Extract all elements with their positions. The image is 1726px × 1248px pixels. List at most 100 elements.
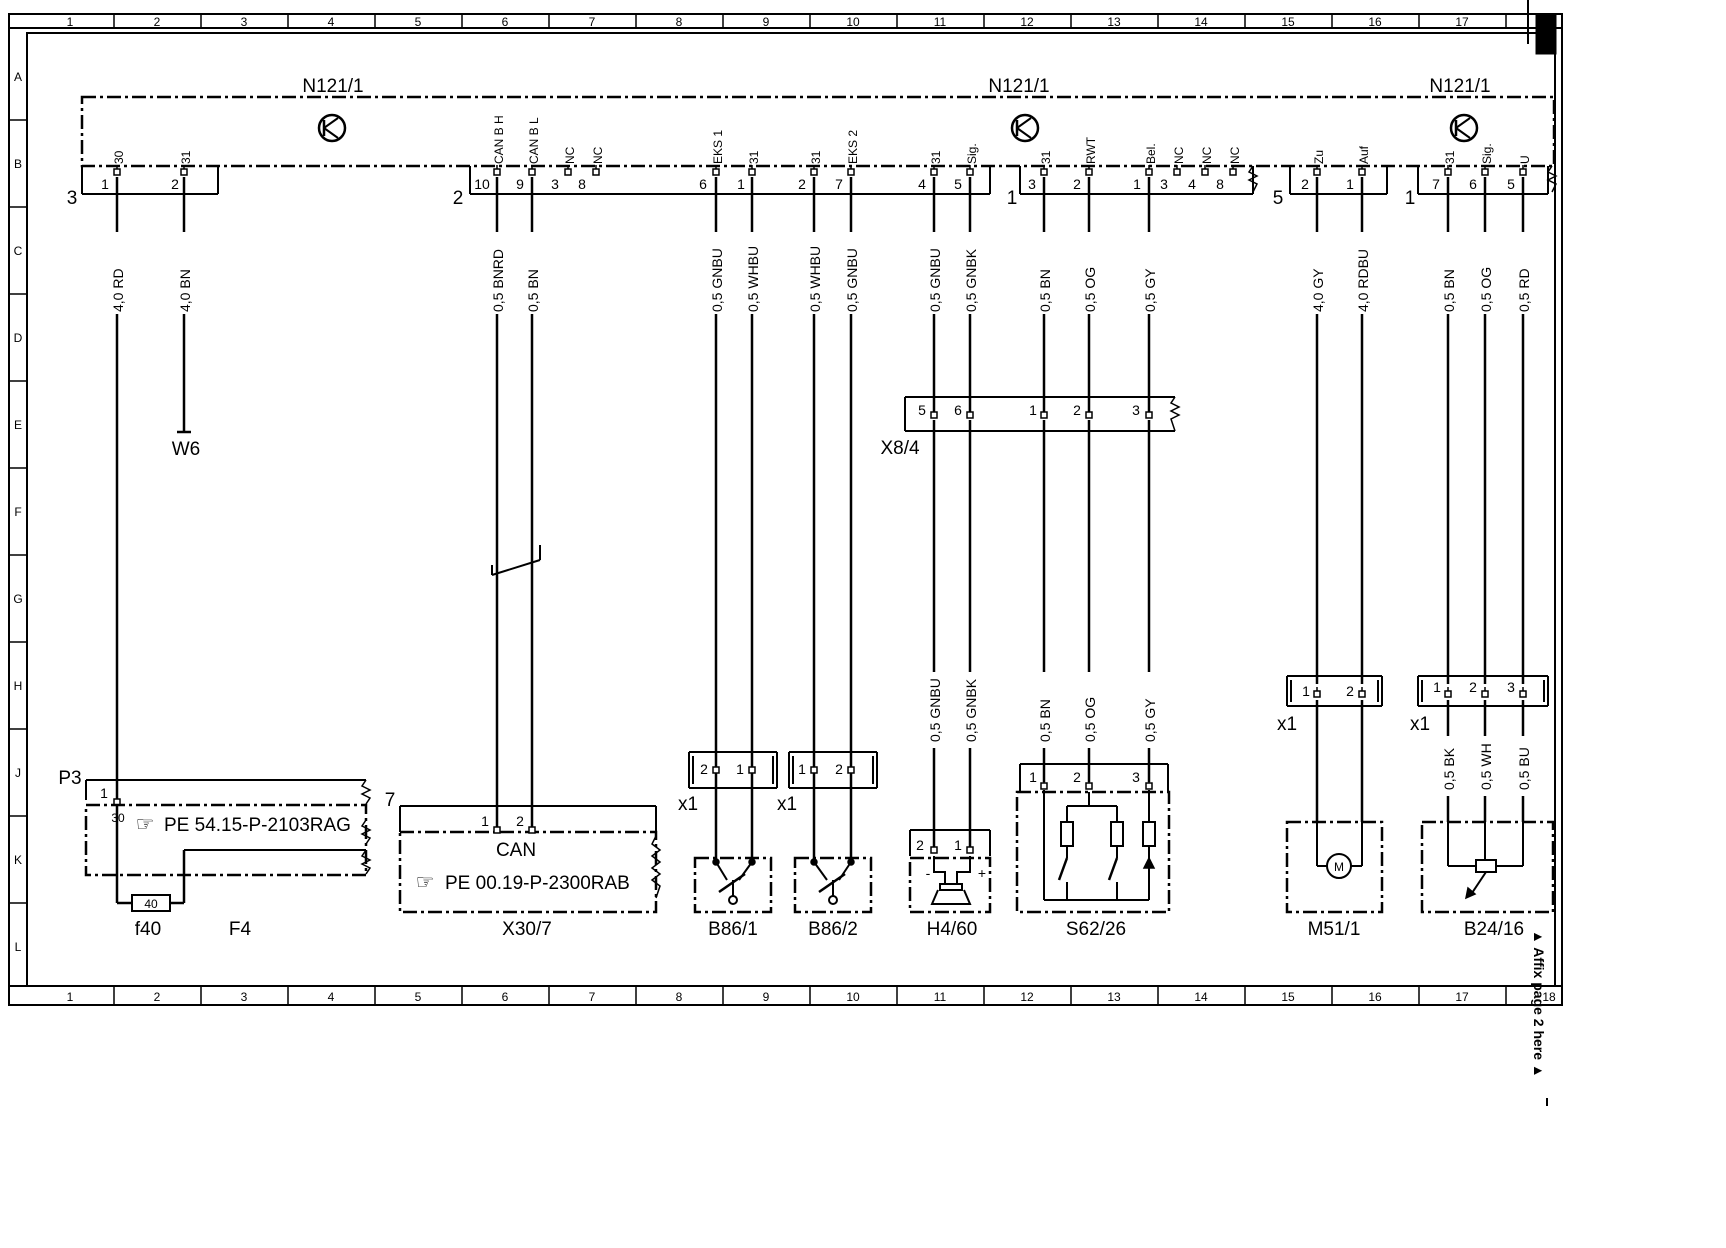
pin-terminal [592, 168, 600, 176]
pin-number: 2 [700, 761, 708, 777]
buzzer-horn [930, 889, 972, 905]
pin-function-label: NC [1172, 146, 1186, 164]
pin-function-label: 30 [112, 150, 126, 164]
zigzag-end [1546, 165, 1558, 193]
row-letter: E [14, 418, 22, 432]
transistor-lead [1455, 117, 1471, 129]
connector-number: 7 [385, 790, 396, 811]
switch-contact [1057, 857, 1069, 881]
wire-color-code: 0,5 GNBU [927, 678, 943, 742]
row-letter: A [14, 70, 22, 84]
pin-number: 3 [1160, 176, 1168, 192]
pin-function-label: 31 [179, 150, 193, 164]
transistor-symbol [1010, 113, 1040, 143]
pin-number: 1 [101, 176, 109, 192]
wire-color-code: 0,5 WH [1478, 743, 1494, 790]
wire-color-code: 0,5 OG [1082, 267, 1098, 312]
wire-color-code: 0,5 WHBU [807, 246, 823, 312]
motor-symbol [1326, 853, 1352, 879]
pin-function-label: U [1518, 155, 1532, 164]
pin-terminal [1519, 690, 1527, 698]
pin-function-label: Auf [1357, 145, 1371, 164]
pin-terminal [1085, 782, 1093, 790]
fuse-rating: 40 [144, 897, 158, 911]
pin-terminal [493, 826, 501, 834]
pin-number: 6 [699, 176, 707, 192]
column-number-top: 1 [67, 15, 74, 29]
transistor-lead [1455, 127, 1471, 139]
outer-border [8, 13, 1563, 1006]
pin-terminal [1358, 168, 1366, 176]
pin-terminal [113, 168, 121, 176]
connector-group-number: 3 [67, 188, 78, 209]
row-letter: L [15, 940, 22, 954]
column-number-bottom: 10 [846, 990, 860, 1004]
pin-number: 1 [1302, 683, 1310, 699]
arrow-mark [1464, 886, 1477, 900]
pin-terminal [528, 826, 536, 834]
pin-number: 1 [1029, 402, 1037, 418]
pin-number: 3 [551, 176, 559, 192]
resistor [1142, 821, 1156, 847]
zigzag-end [360, 819, 372, 845]
column-number-top: 5 [415, 15, 422, 29]
pin-function-label: 31 [929, 150, 943, 164]
column-number-bottom: 13 [1107, 990, 1121, 1004]
pin-function-label: 31 [809, 150, 823, 164]
pin-terminal [1085, 168, 1093, 176]
pin-number: 1 [1133, 176, 1141, 192]
twist-marker [491, 559, 541, 576]
pin-number: 1 [1346, 176, 1354, 192]
pin-terminal [966, 168, 974, 176]
pin-terminal [528, 168, 536, 176]
pin-function-label: Zu [1312, 150, 1326, 164]
column-number-bottom: 15 [1281, 990, 1295, 1004]
side-note-affix: ▲ Affix page 2 here ▲ [1531, 930, 1547, 1078]
buzzer-body [939, 883, 963, 891]
pin-terminal [930, 846, 938, 854]
wire-color-code: 0,5 GNBU [844, 248, 860, 312]
connector-group-number: 1 [1405, 188, 1416, 209]
wire-color-code: 4,0 RD [110, 268, 126, 312]
pin-function-label: EKS 1 [711, 130, 725, 164]
motor-letter: M [1334, 860, 1344, 874]
pin-number: 2 [1073, 402, 1081, 418]
pin-number: 7 [835, 176, 843, 192]
column-number-top: 6 [502, 15, 509, 29]
row-letter: D [14, 331, 23, 345]
inner-border [26, 32, 1556, 987]
wire-color-code: 0,5 GNBK [963, 678, 979, 742]
pin-terminal [1145, 782, 1153, 790]
column-number-top: 12 [1020, 15, 1034, 29]
column-number-bottom: 5 [415, 990, 422, 1004]
column-number-top: 10 [846, 15, 860, 29]
column-number-bottom: 7 [589, 990, 596, 1004]
pin-number: 5 [954, 176, 962, 192]
pin-number: 9 [516, 176, 524, 192]
sensor-housing [693, 856, 773, 914]
wire-color-code: 0,5 GNBU [927, 248, 943, 312]
wire-color-code: 0,5 BN [1441, 269, 1457, 312]
pin-terminal [1040, 168, 1048, 176]
pin-function-label: RWT [1084, 136, 1098, 164]
pin-number: 1 [1029, 769, 1037, 785]
pin-terminal [1085, 411, 1093, 419]
pin-number: 2 [835, 761, 843, 777]
wire-color-code: 0,5 BU [1516, 747, 1532, 790]
fuse-f40 [131, 894, 171, 912]
pin-terminal [1040, 782, 1048, 790]
pin-number: 1 [1433, 679, 1441, 695]
column-number-bottom: 11 [934, 990, 947, 1004]
wire-color-code: 0,5 GNBU [709, 248, 725, 312]
polarity-plus: + [978, 865, 986, 881]
s62-26-housing [1015, 790, 1171, 914]
column-number-bottom: 3 [241, 990, 248, 1004]
wire-color-code: 0,5 BN [1037, 699, 1053, 742]
pin-number: 1 [481, 813, 489, 829]
connector-label-x1: x1 [678, 794, 698, 815]
pin-function-label: NC [1200, 146, 1214, 164]
switch-knob [828, 895, 838, 905]
switch-contact [1107, 857, 1119, 881]
pin-number: 1 [737, 176, 745, 192]
